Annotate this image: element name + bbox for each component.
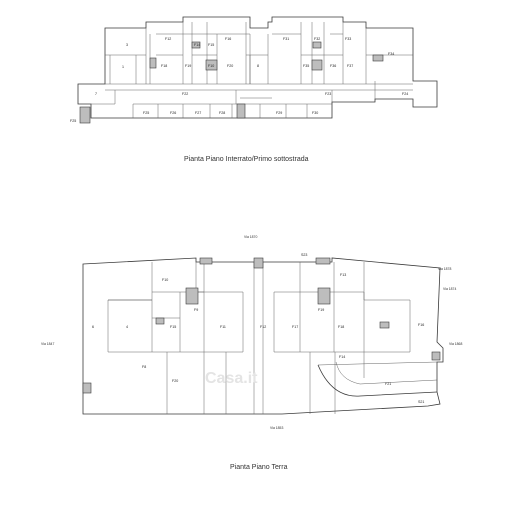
room-label: F32: [314, 37, 320, 41]
street-label: Via 1870: [244, 235, 257, 239]
room-label: F20: [227, 64, 233, 68]
room-label: F16: [418, 323, 424, 327]
room-label: F13: [340, 273, 346, 277]
room-label: F16: [225, 37, 231, 41]
stair-right-top: [315, 257, 331, 265]
room-label: F26: [170, 111, 176, 115]
room-label: F34: [388, 52, 394, 56]
room-label: F24: [402, 92, 408, 96]
room-label: 3: [126, 43, 128, 47]
room-label: S23: [301, 253, 307, 257]
room-label: F25: [143, 111, 149, 115]
room-label: F22: [182, 92, 188, 96]
stair-left: [185, 287, 199, 305]
room-label: F12: [165, 37, 171, 41]
basement-shaded-6: [372, 54, 384, 62]
stair-right: [317, 287, 331, 305]
room-label: F15: [170, 325, 176, 329]
room-label: 4: [126, 325, 128, 329]
basement-shaded-4: [149, 57, 157, 69]
room-label: F27: [195, 111, 201, 115]
room-label: F36: [330, 64, 336, 68]
ground-shaded-5: [253, 257, 264, 269]
room-label: F8: [142, 365, 146, 369]
basement-outline: [77, 16, 438, 119]
ground-plan-title: Pianta Piano Terra: [230, 464, 288, 471]
basement-shaded-3: [205, 59, 218, 71]
basement-plan: 3 1 7 F12 F14 F15 F16 F18 F19 F10 F20 8 …: [70, 16, 438, 163]
room-label: F17: [292, 325, 298, 329]
ramp-curve: [317, 364, 438, 397]
room-label: F10: [162, 278, 168, 282]
room-label: 7: [95, 92, 97, 96]
street-label: Via 1874: [443, 287, 456, 291]
basement-shaded-8: [312, 41, 322, 49]
room-label: F37: [347, 64, 353, 68]
room-label: 6: [92, 325, 94, 329]
room-label: F35: [303, 64, 309, 68]
room-label: F12: [260, 325, 266, 329]
street-label: Via 1853: [270, 426, 283, 430]
ground-shaded-3: [379, 321, 390, 329]
ground-shaded-2: [155, 317, 165, 325]
watermark-text: Casa.it: [205, 370, 258, 387]
basement-shaded-5: [311, 59, 323, 71]
room-label: F18: [161, 64, 167, 68]
room-label: 1: [122, 65, 124, 69]
room-label: F29: [276, 111, 282, 115]
room-label: F21: [385, 382, 391, 386]
room-label: F28: [219, 111, 225, 115]
ground-shaded-4: [431, 351, 441, 361]
street-label: Via 1847: [41, 342, 54, 346]
room-label: F15: [208, 43, 214, 47]
basement-shaded-7: [191, 41, 201, 49]
basement-plan-title: Pianta Piano Interrato/Primo sottostrada: [184, 156, 309, 163]
ground-plan: Via 1870 Via 1847 Via 1878 Via 1874 Via …: [41, 235, 462, 471]
room-label: F20: [172, 379, 178, 383]
ground-outline: [82, 257, 444, 415]
room-label: F14: [339, 355, 345, 359]
stair-left-top: [199, 257, 213, 265]
room-label: F14: [194, 43, 200, 47]
basement-shaded-2: [236, 103, 246, 119]
room-label: F33: [345, 37, 351, 41]
ground-shaded-1: [82, 382, 92, 394]
room-label: F10: [208, 64, 214, 68]
room-label: 8: [257, 64, 259, 68]
room-label: F23: [325, 92, 331, 96]
basement-shaded-1: [79, 106, 91, 124]
room-label: F31: [283, 37, 289, 41]
room-label: S21: [418, 400, 424, 404]
room-label: F11: [220, 325, 226, 329]
room-label: F9: [194, 308, 198, 312]
room-label: F18: [338, 325, 344, 329]
room-label: F19: [185, 64, 191, 68]
street-label: Via 1878: [438, 267, 451, 271]
room-label: F30: [312, 111, 318, 115]
street-label: Via 1868: [449, 342, 462, 346]
room-label: F25: [70, 119, 76, 123]
room-label: F19: [318, 308, 324, 312]
